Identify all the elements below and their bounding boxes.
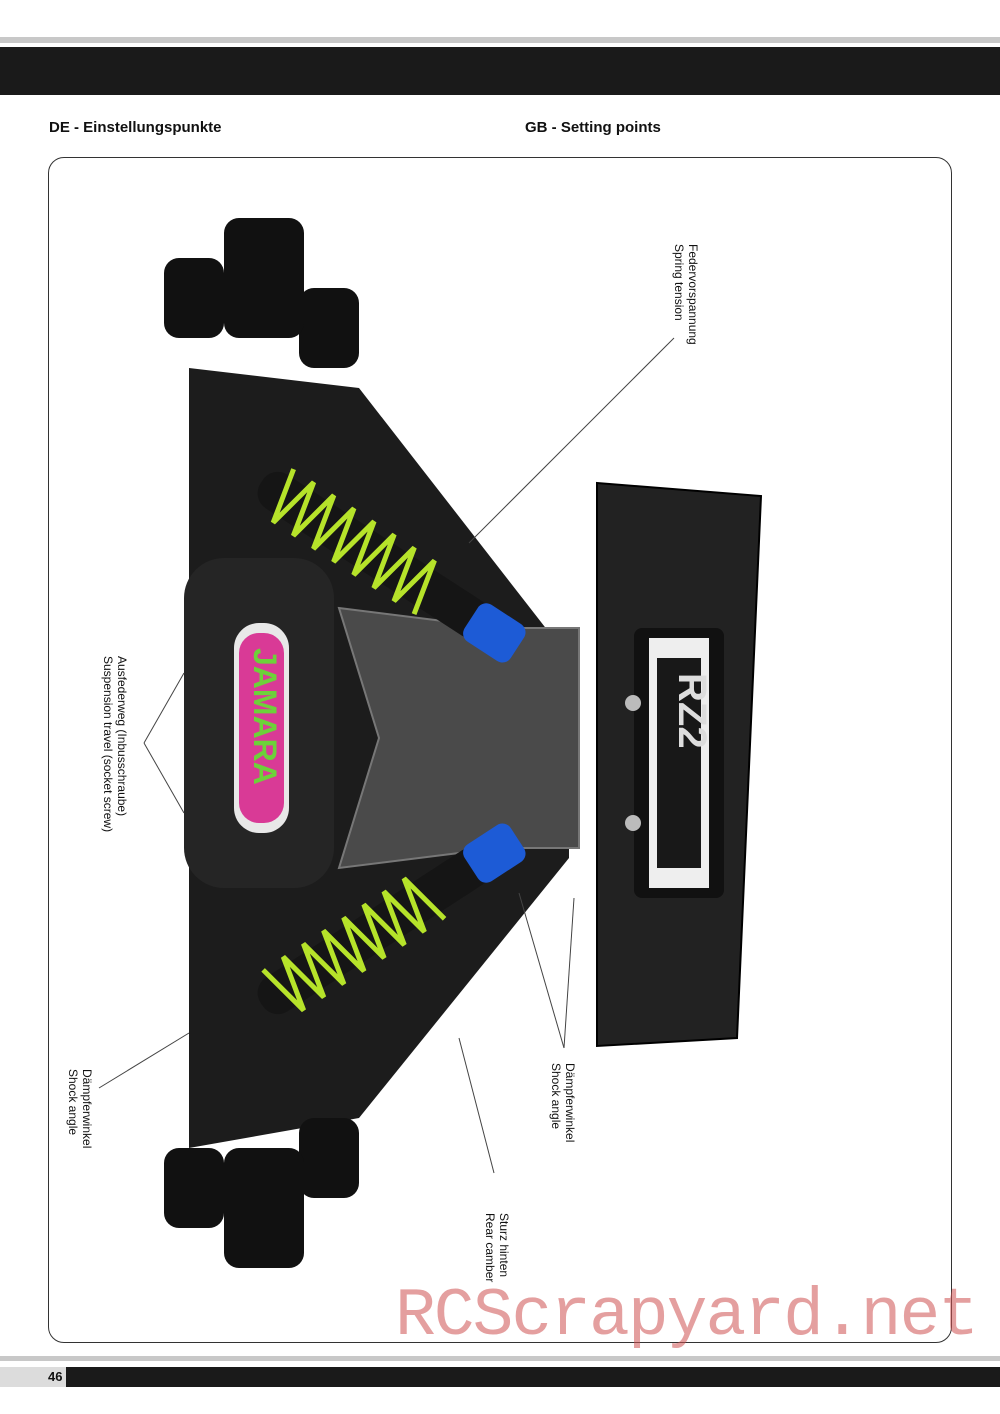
bottom-rule [0, 1356, 1000, 1361]
callout-rear-camber: Sturz hinten Rear camber [483, 1213, 511, 1283]
top-rule [0, 37, 1000, 43]
callout-spring-tension: Federvorspannung Spring tension [672, 244, 700, 345]
callout-suspension-travel: Ausfederweg (Inbusschraube) Suspension t… [101, 656, 129, 833]
callout-shock-angle-left: Dämpferwinkel Shock angle [66, 1069, 94, 1149]
header-band [0, 47, 1000, 95]
svg-text:JAMARA: JAMARA [247, 648, 283, 785]
page-number: 46 [0, 1367, 66, 1387]
svg-text:RZ2: RZ2 [670, 673, 714, 749]
watermark: RCScrapyard.net [395, 1278, 979, 1355]
footer-band [0, 1367, 1000, 1387]
photo-frame: RZ2 JAMARA [48, 157, 952, 1343]
car-photo-illustration: RZ2 JAMARA [98, 218, 763, 1268]
callout-shock-angle-right: Dämpferwinkel Shock angle [549, 1063, 577, 1143]
heading-de: DE - Einstellungspunkte [49, 119, 222, 136]
heading-gb: GB - Setting points [525, 119, 661, 136]
